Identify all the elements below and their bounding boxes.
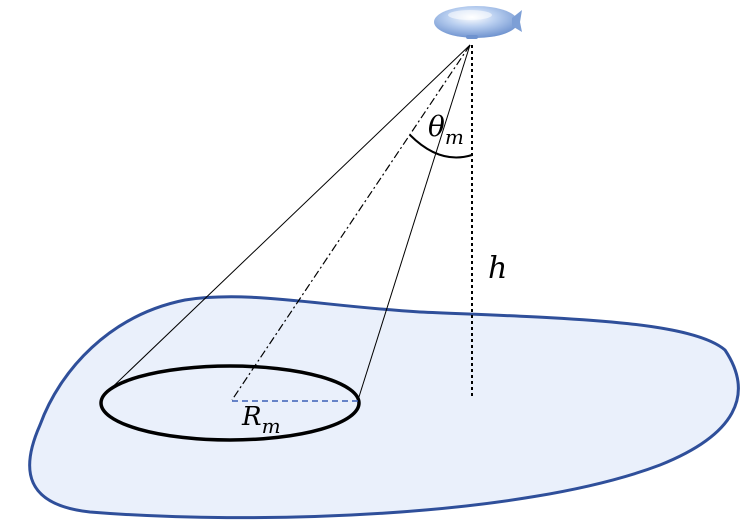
ground-region: [28, 295, 740, 520]
cone-axis: [231, 44, 471, 401]
airship-icon: [434, 6, 522, 39]
cone-left-edge: [100, 44, 471, 399]
theta-symbol: θ: [428, 110, 445, 143]
height-label: h: [488, 251, 507, 286]
height-symbol: h: [488, 251, 507, 286]
theta-angle-arc: [409, 134, 473, 159]
cone-right-edge: [357, 44, 471, 401]
coverage-area-ellipse: [99, 364, 361, 442]
radius-label: Rm: [241, 402, 281, 438]
radius-subscript: m: [262, 414, 281, 438]
theta-label: θm: [428, 110, 464, 149]
theta-subscript: m: [445, 125, 464, 149]
radius-symbol: R: [241, 402, 262, 432]
